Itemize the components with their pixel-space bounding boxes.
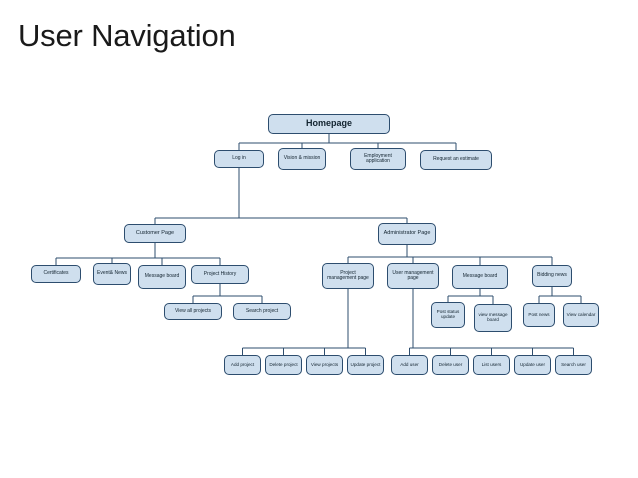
diagram-node-label: List users (481, 361, 502, 367)
diagram-node-label: Message board (144, 273, 180, 280)
diagram-node-adduser[interactable]: Add user (391, 355, 428, 375)
diagram-node-label: Post status update (436, 309, 460, 319)
diagram-node-label: view message board (478, 312, 508, 322)
page-title: User Navigation (18, 18, 236, 53)
diagram-node-label: Request an estimate (433, 156, 479, 163)
diagram-node-label: Project History (203, 270, 237, 277)
diagram-node-label: Post news (528, 311, 550, 317)
diagram-node-viewmsgboard[interactable]: view message board (474, 304, 512, 332)
diagram-node-homepage[interactable]: Homepage (268, 114, 390, 134)
diagram-node-deleteuser[interactable]: Delete user (432, 355, 469, 375)
diagram-node-listusers[interactable]: List users (473, 355, 510, 375)
diagram-node-addproject[interactable]: Add project (224, 355, 261, 375)
diagram-node-login[interactable]: Log in (214, 150, 264, 168)
diagram-node-searchuser[interactable]: Search user (555, 355, 592, 375)
diagram-node-projmgmt[interactable]: Project management page (322, 263, 374, 289)
diagram-node-adm-msgboard[interactable]: Message board (452, 265, 508, 289)
diagram-node-label: Add project (230, 361, 255, 367)
diagram-node-label: Message board (462, 273, 498, 280)
diagram-node-label: Update user (519, 361, 546, 367)
diagram-node-employment[interactable]: Employment application (350, 148, 406, 170)
diagram-node-admin[interactable]: Administrator Page (378, 223, 436, 245)
diagram-node-label: Add user (400, 361, 419, 367)
diagram-node-postnews[interactable]: Post news (523, 303, 555, 327)
diagram-node-label: Delete user (438, 361, 463, 367)
diagram-node-cust-msgboard[interactable]: Message board (138, 265, 186, 289)
diagram-node-label: Update project (350, 361, 381, 367)
diagram-node-label: Project management page (327, 269, 369, 281)
diagram-node-label: View calendar (566, 311, 596, 317)
diagram-node-viewallproj[interactable]: View all projects (164, 303, 222, 320)
diagram-node-label: User management page (392, 269, 434, 281)
diagram-node-label: Administrator Page (383, 230, 431, 237)
diagram-node-label: Customer Page (135, 229, 175, 236)
diagram-node-searchproj[interactable]: Search project (233, 303, 291, 320)
diagram-node-viewprojects[interactable]: View projects (306, 355, 343, 375)
diagram-node-deleteproject[interactable]: Delete project (265, 355, 302, 375)
diagram-node-label: Vision & mission (283, 155, 321, 162)
diagram-node-label: Certificates (43, 270, 69, 277)
diagram-node-label: View projects (310, 361, 339, 367)
diagram-node-eventnews[interactable]: Event& News (93, 263, 131, 285)
diagram-node-label: Search project (245, 307, 279, 314)
diagram-node-label: View all projects (174, 307, 212, 314)
diagram-node-label: Delete project (269, 361, 298, 367)
diagram-node-updateproject[interactable]: Update project (347, 355, 384, 375)
diagram-node-poststatus[interactable]: Post status update (431, 302, 465, 328)
diagram-node-viewcalendar[interactable]: View calendar (563, 303, 599, 327)
diagram-node-certificates[interactable]: Certificates (31, 265, 81, 283)
diagram-node-label: Employment application (364, 152, 392, 164)
diagram-node-label: Bidding news (537, 272, 567, 279)
diagram-node-usermgmt[interactable]: User management page (387, 263, 439, 289)
diagram-node-label: Search user (561, 361, 586, 367)
diagram-node-label: Log in (232, 155, 246, 162)
diagram-node-label: Homepage (305, 118, 352, 129)
diagram-node-label: Event& News (96, 270, 127, 277)
diagram-node-estimate[interactable]: Request an estimate (420, 150, 492, 170)
diagram-node-updateuser[interactable]: Update user (514, 355, 551, 375)
diagram-node-customer[interactable]: Customer Page (124, 224, 186, 243)
diagram-node-projhistory[interactable]: Project History (191, 265, 249, 284)
diagram-node-vision[interactable]: Vision & mission (278, 148, 326, 170)
diagram-node-biddingnews[interactable]: Bidding news (532, 265, 572, 287)
